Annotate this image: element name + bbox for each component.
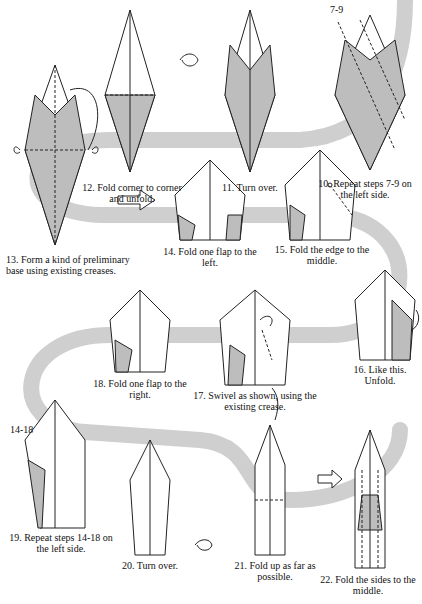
step-caption: 10. Repeat steps 7-9 on the left side. [315,178,415,200]
step-caption: 11. Turn over. [205,182,295,193]
step-caption: 19. Repeat steps 14-18 on the left side. [6,532,116,554]
step-caption: 12. Fold corner to corner and unfold. [78,182,186,204]
callout-number: 14-18 [10,424,50,435]
step-caption: 20. Turn over. [110,560,190,571]
step-caption: 14. Fold one flap to the left. [160,246,260,268]
step-caption: 15. Fold the edge to the middle. [272,244,372,266]
step-caption: 13. Form a kind of preliminary base usin… [6,254,146,276]
step-caption: 21. Fold up as far as possible. [225,560,325,582]
step-caption: 22. Fold the sides to the middle. [318,574,418,596]
step-caption: 18. Fold one flap to the right. [90,378,190,400]
guide-band [31,0,405,500]
callout-number: 7-9 [330,4,360,15]
step-caption: 17. Swivel as shown, using the existing … [190,390,320,412]
step-caption: 16. Like this. Unfold. [340,364,420,386]
